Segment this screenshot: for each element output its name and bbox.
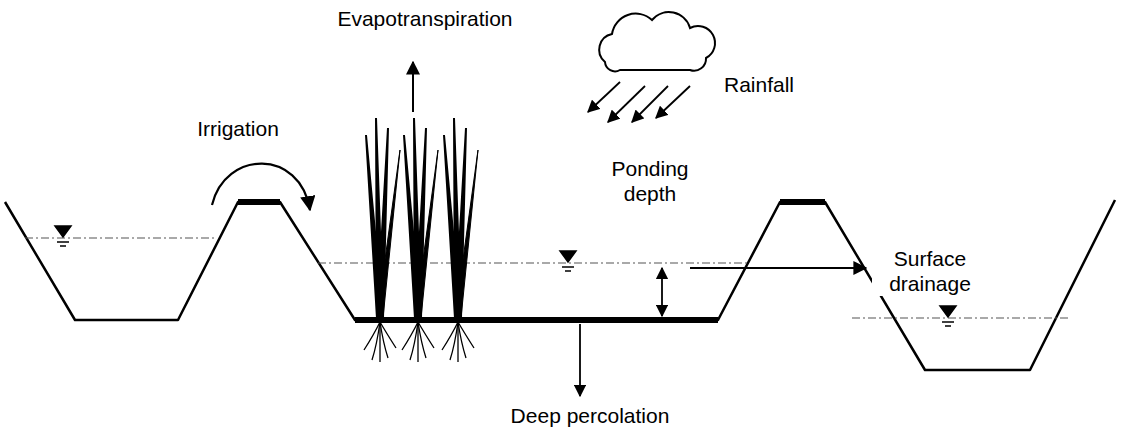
cloud <box>599 12 715 71</box>
water-levels <box>25 238 1068 318</box>
irrigation-arrow <box>212 164 310 210</box>
dimension-label: Ponding depth <box>596 156 704 206</box>
process-label: Rainfall <box>722 72 796 97</box>
water-level-symbols <box>55 226 956 326</box>
field-floor <box>355 317 718 323</box>
bund-top <box>238 199 280 205</box>
bund-top <box>780 199 825 205</box>
process-label: Surface drainage <box>872 246 988 296</box>
process-label: Evapotranspiration <box>335 6 514 31</box>
deep-percolation-arrow <box>579 324 581 396</box>
ground-profile <box>5 200 1115 370</box>
ponding-depth-arrow <box>661 268 663 316</box>
rain-arrows <box>588 82 690 122</box>
process-label: Deep percolation <box>509 403 672 428</box>
process-label: Irrigation <box>195 116 281 141</box>
surface-drainage-arrow <box>690 267 866 269</box>
evapotranspiration-arrow <box>412 62 414 112</box>
rice-plants <box>364 118 478 362</box>
